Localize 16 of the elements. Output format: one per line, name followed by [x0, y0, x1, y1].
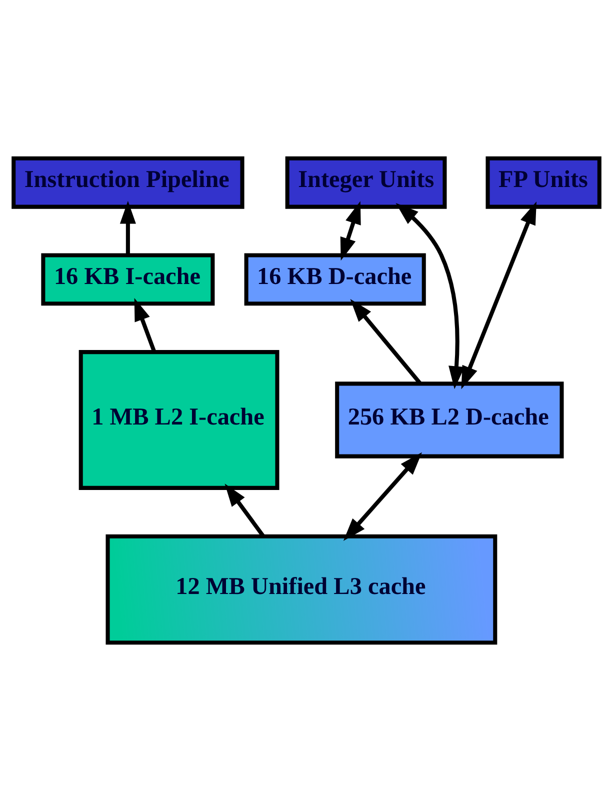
arrow: [120, 200, 136, 255]
arrow: [461, 202, 537, 390]
arrow: [134, 298, 156, 352]
node-box: Integer Units: [285, 156, 447, 209]
node-box: FP Units: [486, 156, 602, 209]
node-box: 16 KB I-cache: [41, 253, 215, 306]
arrow: [396, 202, 465, 390]
node-box: 16 KB D-cache: [244, 253, 426, 306]
node-box: Instruction Pipeline: [12, 156, 244, 209]
arrow: [224, 484, 266, 538]
node-box: 1 MB L2 I-cache: [78, 350, 280, 490]
arrow: [350, 299, 422, 385]
node-box: 12 MB Unified L3 cache: [106, 534, 498, 645]
arrow: [343, 452, 422, 541]
arrow: [340, 201, 361, 261]
node-box: 256 KB L2 D-cache: [335, 382, 564, 458]
